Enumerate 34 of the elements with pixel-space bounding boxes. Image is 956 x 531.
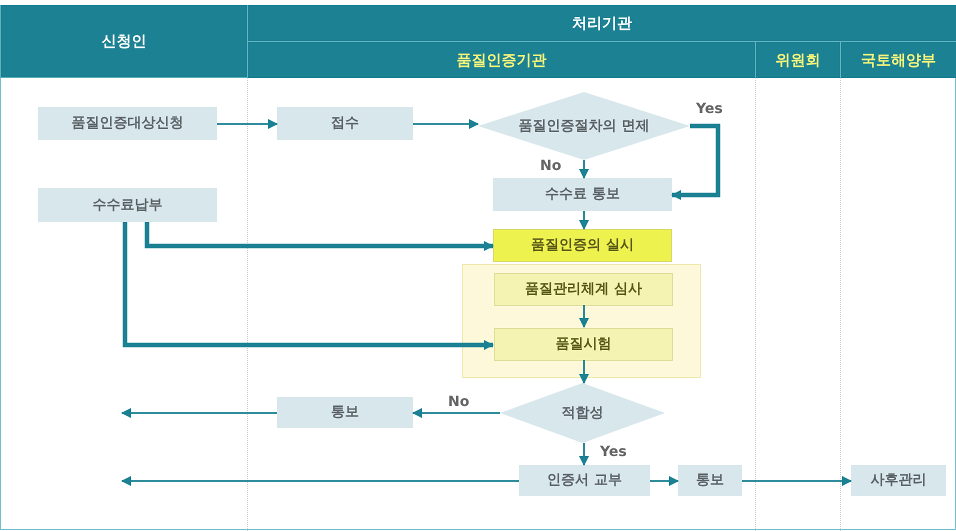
process-box: 품질인증대상신청 <box>38 107 217 140</box>
process-box: 접수 <box>277 107 413 140</box>
arrow <box>579 443 589 466</box>
arrow <box>579 160 589 179</box>
arrow <box>121 408 277 418</box>
arrow <box>579 211 589 230</box>
decision-diamond: 품질인증절차의 면제 <box>478 92 690 160</box>
arrow <box>413 119 479 129</box>
arrow <box>122 222 494 350</box>
group-box <box>462 264 701 378</box>
process-box: 사후관리 <box>851 465 946 496</box>
process-box: 통보 <box>277 397 413 428</box>
arrow <box>579 360 589 384</box>
process-box: 수수료 통보 <box>493 178 672 211</box>
process-box: 품질인증의 실시 <box>493 229 672 262</box>
arrow <box>217 119 278 129</box>
process-box: 품질관리체계 심사 <box>494 273 673 306</box>
header-cell: 신청인 <box>0 5 247 78</box>
process-box: 통보 <box>678 465 742 496</box>
header-cell: 국토해양부 <box>840 42 956 78</box>
header-cell: 위원회 <box>755 42 840 78</box>
arrow <box>579 305 589 328</box>
arrow <box>650 476 679 486</box>
decision-diamond: 적합성 <box>500 383 665 443</box>
arrow <box>144 222 494 251</box>
arrow <box>121 476 519 486</box>
header-cell: 처리기관 <box>247 5 956 42</box>
arrow <box>412 408 500 418</box>
process-box: 인증서 교부 <box>519 465 650 496</box>
process-box: 수수료납부 <box>38 188 217 222</box>
arrow <box>742 476 852 486</box>
header-cell: 품질인증기관 <box>247 42 755 78</box>
process-box: 품질시험 <box>494 328 673 361</box>
arrow <box>671 124 720 200</box>
